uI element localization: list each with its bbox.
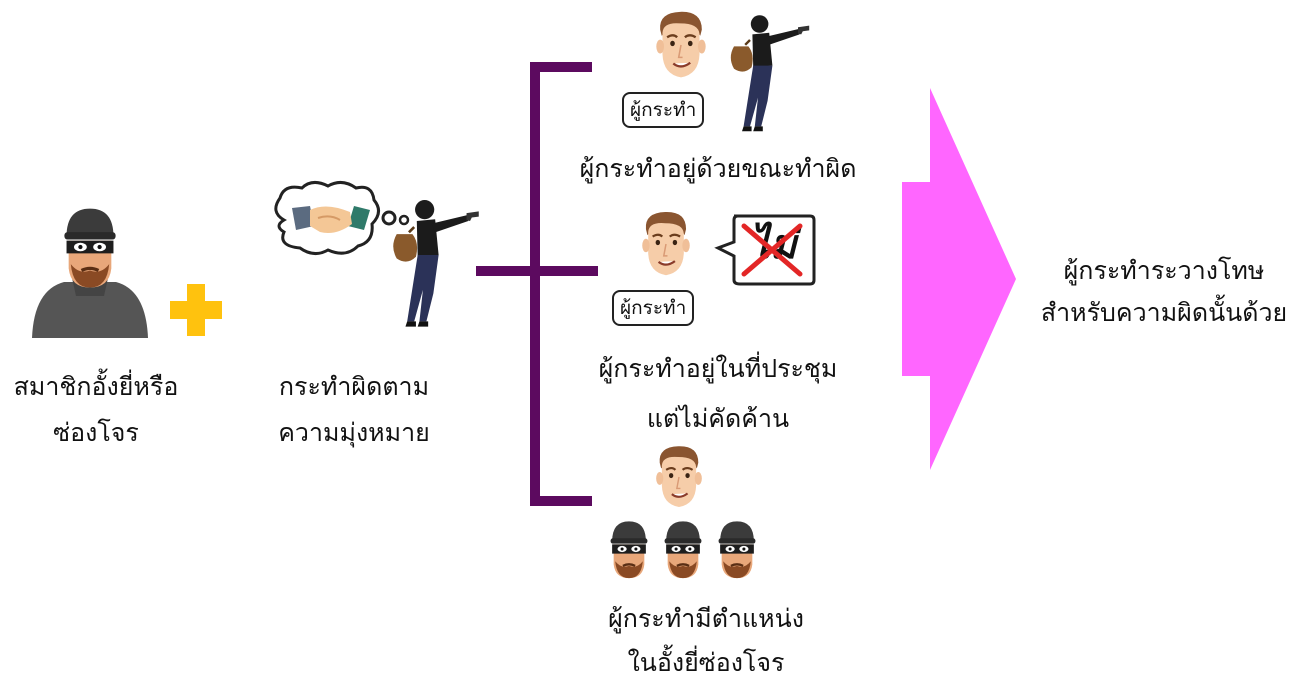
intent-label-line2: ความมุ่งหมาย bbox=[278, 418, 430, 447]
branch2-caption-line1: ผู้กระทำอยู่ในที่ประชุม bbox=[598, 354, 838, 383]
gunman-icon bbox=[391, 198, 481, 328]
man-face-icon bbox=[655, 445, 703, 509]
branch3-caption-line2: ในอั้งยี่ซ่องโจร bbox=[627, 648, 785, 677]
perpetrator-tag: ผู้กระทำ bbox=[612, 290, 695, 326]
man-face-icon bbox=[641, 210, 691, 277]
result-arrow-icon bbox=[902, 88, 1016, 470]
result-label-line1: ผู้กระทำระวางโทษ bbox=[1063, 256, 1265, 285]
gunman-icon bbox=[729, 13, 811, 133]
refusal-x-icon bbox=[741, 223, 803, 277]
member-label-line1: สมาชิกอั้งยี่หรือ bbox=[13, 372, 179, 401]
handshake-thought-icon bbox=[274, 181, 410, 255]
member-label-line2: ซ่องโจร bbox=[53, 418, 139, 447]
plus-icon bbox=[170, 284, 222, 336]
burglar-icon bbox=[609, 520, 649, 580]
man-face-icon bbox=[655, 10, 707, 79]
result-label-line2: สำหรับความผิดนั้นด้วย bbox=[1040, 298, 1288, 327]
branch2-caption-line2: แต่ไม่คัดค้าน bbox=[646, 404, 790, 433]
branch1-caption: ผู้กระทำอยู่ด้วยขณะทำผิด bbox=[579, 154, 857, 183]
burglar-icon bbox=[32, 206, 148, 338]
burglar-icon bbox=[717, 520, 757, 580]
perpetrator-tag: ผู้กระทำ bbox=[622, 92, 705, 128]
branch3-caption-line1: ผู้กระทำมีตำแหน่ง bbox=[608, 604, 804, 633]
bracket-connector bbox=[476, 62, 598, 506]
intent-label-line1: กระทำผิดตาม bbox=[278, 372, 430, 401]
burglar-icon bbox=[663, 520, 703, 580]
